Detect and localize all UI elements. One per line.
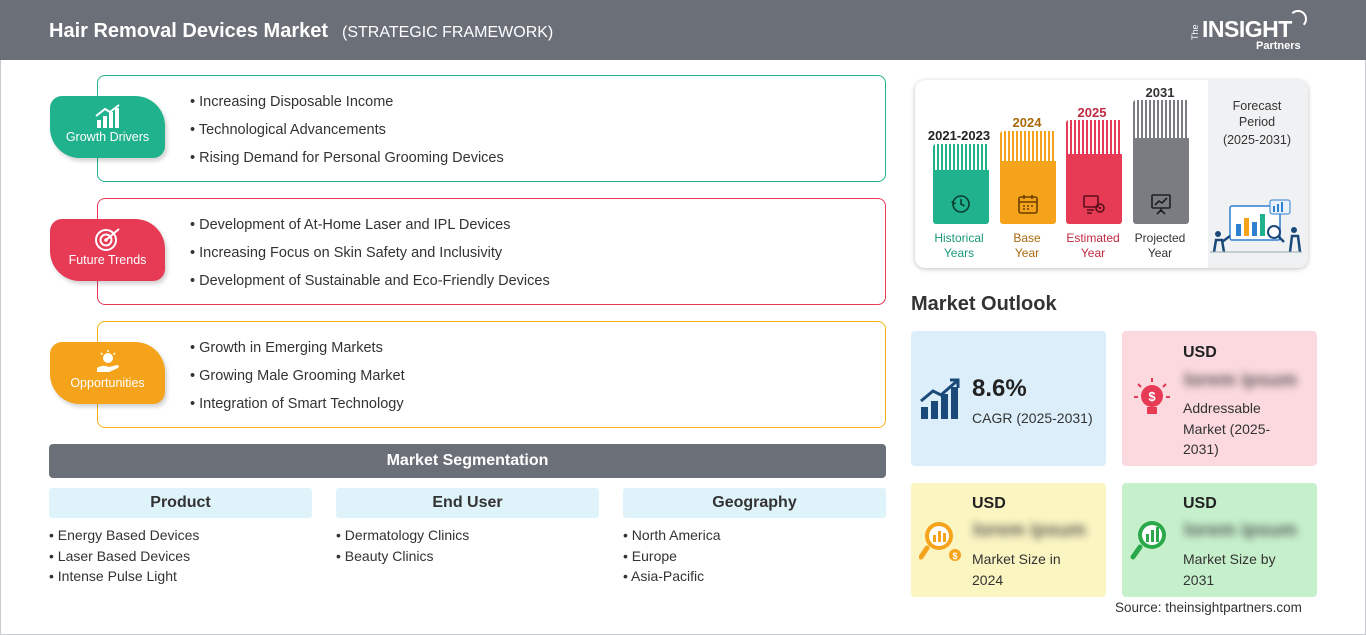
year-label: 2031: [1145, 85, 1175, 100]
insight-partners-logo[interactable]: The INSIGHT Partners: [1190, 10, 1310, 54]
list-item: Growing Male Grooming Market: [190, 366, 405, 394]
list-item: Development of At-Home Laser and IPL Dev…: [190, 215, 550, 243]
badge-label: Opportunities: [70, 376, 145, 390]
svg-text:$: $: [1148, 389, 1156, 404]
svg-text:$: $: [952, 551, 957, 561]
list-item: Development of Sustainable and Eco-Frien…: [190, 271, 550, 299]
growth-chart-icon: [94, 104, 120, 128]
list-item: Energy Based Devices: [49, 525, 312, 546]
badge-label: Future Trends: [68, 253, 147, 267]
timeline-bar-estimated: [1066, 120, 1122, 224]
market-outlook-title: Market Outlook: [911, 293, 1057, 315]
cagr-value: 8.6%: [972, 375, 1027, 402]
list-item: Integration of Smart Technology: [190, 394, 405, 422]
market-size-2024-label: Market Size in 2024: [972, 551, 1061, 588]
segment-end-user: End User Dermatology Clinics Beauty Clin…: [336, 488, 599, 566]
currency-label: USD: [1183, 344, 1217, 361]
source-note: Source: theinsightpartners.com: [1115, 600, 1302, 615]
list-item: Rising Demand for Personal Grooming Devi…: [190, 148, 504, 176]
bar-caption: Estimated Year: [1066, 231, 1120, 260]
magnifier-growth-icon: [1130, 521, 1166, 560]
bar-caption: Base Year: [1013, 231, 1041, 260]
list-item: Increasing Focus on Skin Safety and Incl…: [190, 243, 550, 271]
list-item: Increasing Disposable Income: [190, 92, 504, 120]
bar-caption: Projected Year: [1134, 231, 1186, 260]
growth-drivers-card: Increasing Disposable Income Technologic…: [97, 75, 886, 182]
list-item: Technological Advancements: [190, 120, 504, 148]
history-clock-icon: [951, 195, 970, 213]
year-label: 2025: [1077, 105, 1107, 120]
header-bar: Hair Removal Devices Market (STRATEGIC F…: [0, 0, 1366, 60]
cagr-tile: 8.6% CAGR (2025-2031): [911, 331, 1106, 466]
currency-label: USD: [1183, 495, 1217, 512]
segment-geography: Geography North America Europe Asia-Paci…: [623, 488, 886, 587]
opportunities-card: Growth in Emerging Markets Growing Male …: [97, 321, 886, 428]
list-item: North America: [623, 525, 886, 546]
market-size-2031-tile: USD lorem ipsum Market Size by 2031: [1122, 483, 1317, 597]
list-item: Growth in Emerging Markets: [190, 338, 405, 366]
market-size-2031-label: Market Size by 2031: [1183, 551, 1276, 588]
target-icon: [94, 228, 120, 251]
currency-label: USD: [972, 495, 1006, 512]
future-trends-list: Development of At-Home Laser and IPL Dev…: [190, 215, 550, 299]
opportunities-list: Growth in Emerging Markets Growing Male …: [190, 338, 405, 422]
market-segmentation-bar: Market Segmentation: [49, 444, 886, 478]
future-trends-badge: Future Trends: [50, 219, 165, 281]
future-trends-card: Development of At-Home Laser and IPL Dev…: [97, 198, 886, 305]
lightbulb-dollar-icon: $: [1134, 378, 1170, 414]
blurred-value: lorem ipsum: [973, 520, 1086, 541]
list-item: Asia-Pacific: [623, 566, 886, 587]
growth-drivers-badge: Growth Drivers: [50, 96, 165, 158]
list-item: Intense Pulse Light: [49, 566, 312, 587]
addressable-market-tile: USD lorem ipsum $ Addressable Market (20…: [1122, 331, 1317, 466]
year-label: 2024: [1012, 115, 1042, 130]
magnifier-chart-icon: $: [919, 522, 961, 561]
growth-drivers-list: Increasing Disposable Income Technologic…: [190, 92, 504, 176]
year-label: 2021-2023: [927, 128, 991, 143]
projection-board-icon: [1151, 194, 1171, 215]
segment-header: Geography: [623, 488, 886, 518]
page-subtitle: (STRATEGIC FRAMEWORK): [342, 24, 554, 41]
logo-arc-icon: [1289, 10, 1307, 28]
estimate-gears-icon: [1083, 195, 1105, 214]
growth-bars-icon: [920, 378, 960, 419]
opportunities-badge: Opportunities: [50, 342, 165, 404]
timeline-bar-projected: [1133, 100, 1189, 224]
blurred-value: lorem ipsum: [1184, 370, 1297, 391]
segment-header: End User: [336, 488, 599, 518]
timeline-bar-base: [1000, 131, 1056, 224]
segment-header: Product: [49, 488, 312, 518]
market-size-2024-tile: USD lorem ipsum $ Market Size in 2024: [911, 483, 1106, 597]
list-item: Beauty Clinics: [336, 546, 599, 567]
list-item: Europe: [623, 546, 886, 567]
analytics-illustration-icon: [1210, 199, 1302, 253]
segment-product: Product Energy Based Devices Laser Based…: [49, 488, 312, 587]
list-item: Laser Based Devices: [49, 546, 312, 567]
timeline-bar-historical: [933, 144, 989, 224]
cagr-label: CAGR (2025-2031): [972, 410, 1093, 426]
list-item: Dermatology Clinics: [336, 525, 599, 546]
page-title: Hair Removal Devices Market: [49, 20, 329, 42]
calendar-icon: [1018, 195, 1038, 214]
badge-label: Growth Drivers: [65, 130, 150, 144]
forecast-period-label: Forecast Period (2025-2031): [1222, 99, 1292, 147]
addressable-label: Addressable Market (2025- 2031): [1183, 400, 1271, 457]
idea-hand-icon: [96, 350, 119, 372]
blurred-value: lorem ipsum: [1184, 520, 1297, 541]
bar-caption: Historical Years: [934, 231, 984, 260]
